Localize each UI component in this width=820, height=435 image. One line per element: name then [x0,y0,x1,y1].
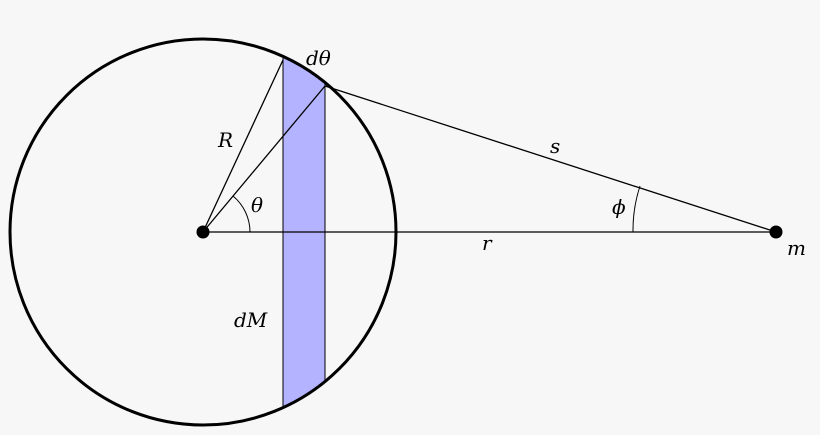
label-d-theta: dθ [306,46,331,70]
mass-strip [282,39,326,425]
distance-s-line [324,85,777,233]
label-r: r [482,231,493,255]
mass-point-m [769,225,783,239]
center-point [196,225,210,239]
phi-angle-arc [632,185,641,233]
radius-line-outer [202,59,284,233]
radius-line-theta [202,85,326,233]
label-theta: θ [251,193,263,217]
theta-angle-arc [232,195,251,233]
label-phi: ϕ [612,195,626,219]
label-s: s [550,134,560,158]
label-radius: R [217,128,233,152]
label-m: m [787,236,806,260]
label-dM: dM [234,308,268,332]
